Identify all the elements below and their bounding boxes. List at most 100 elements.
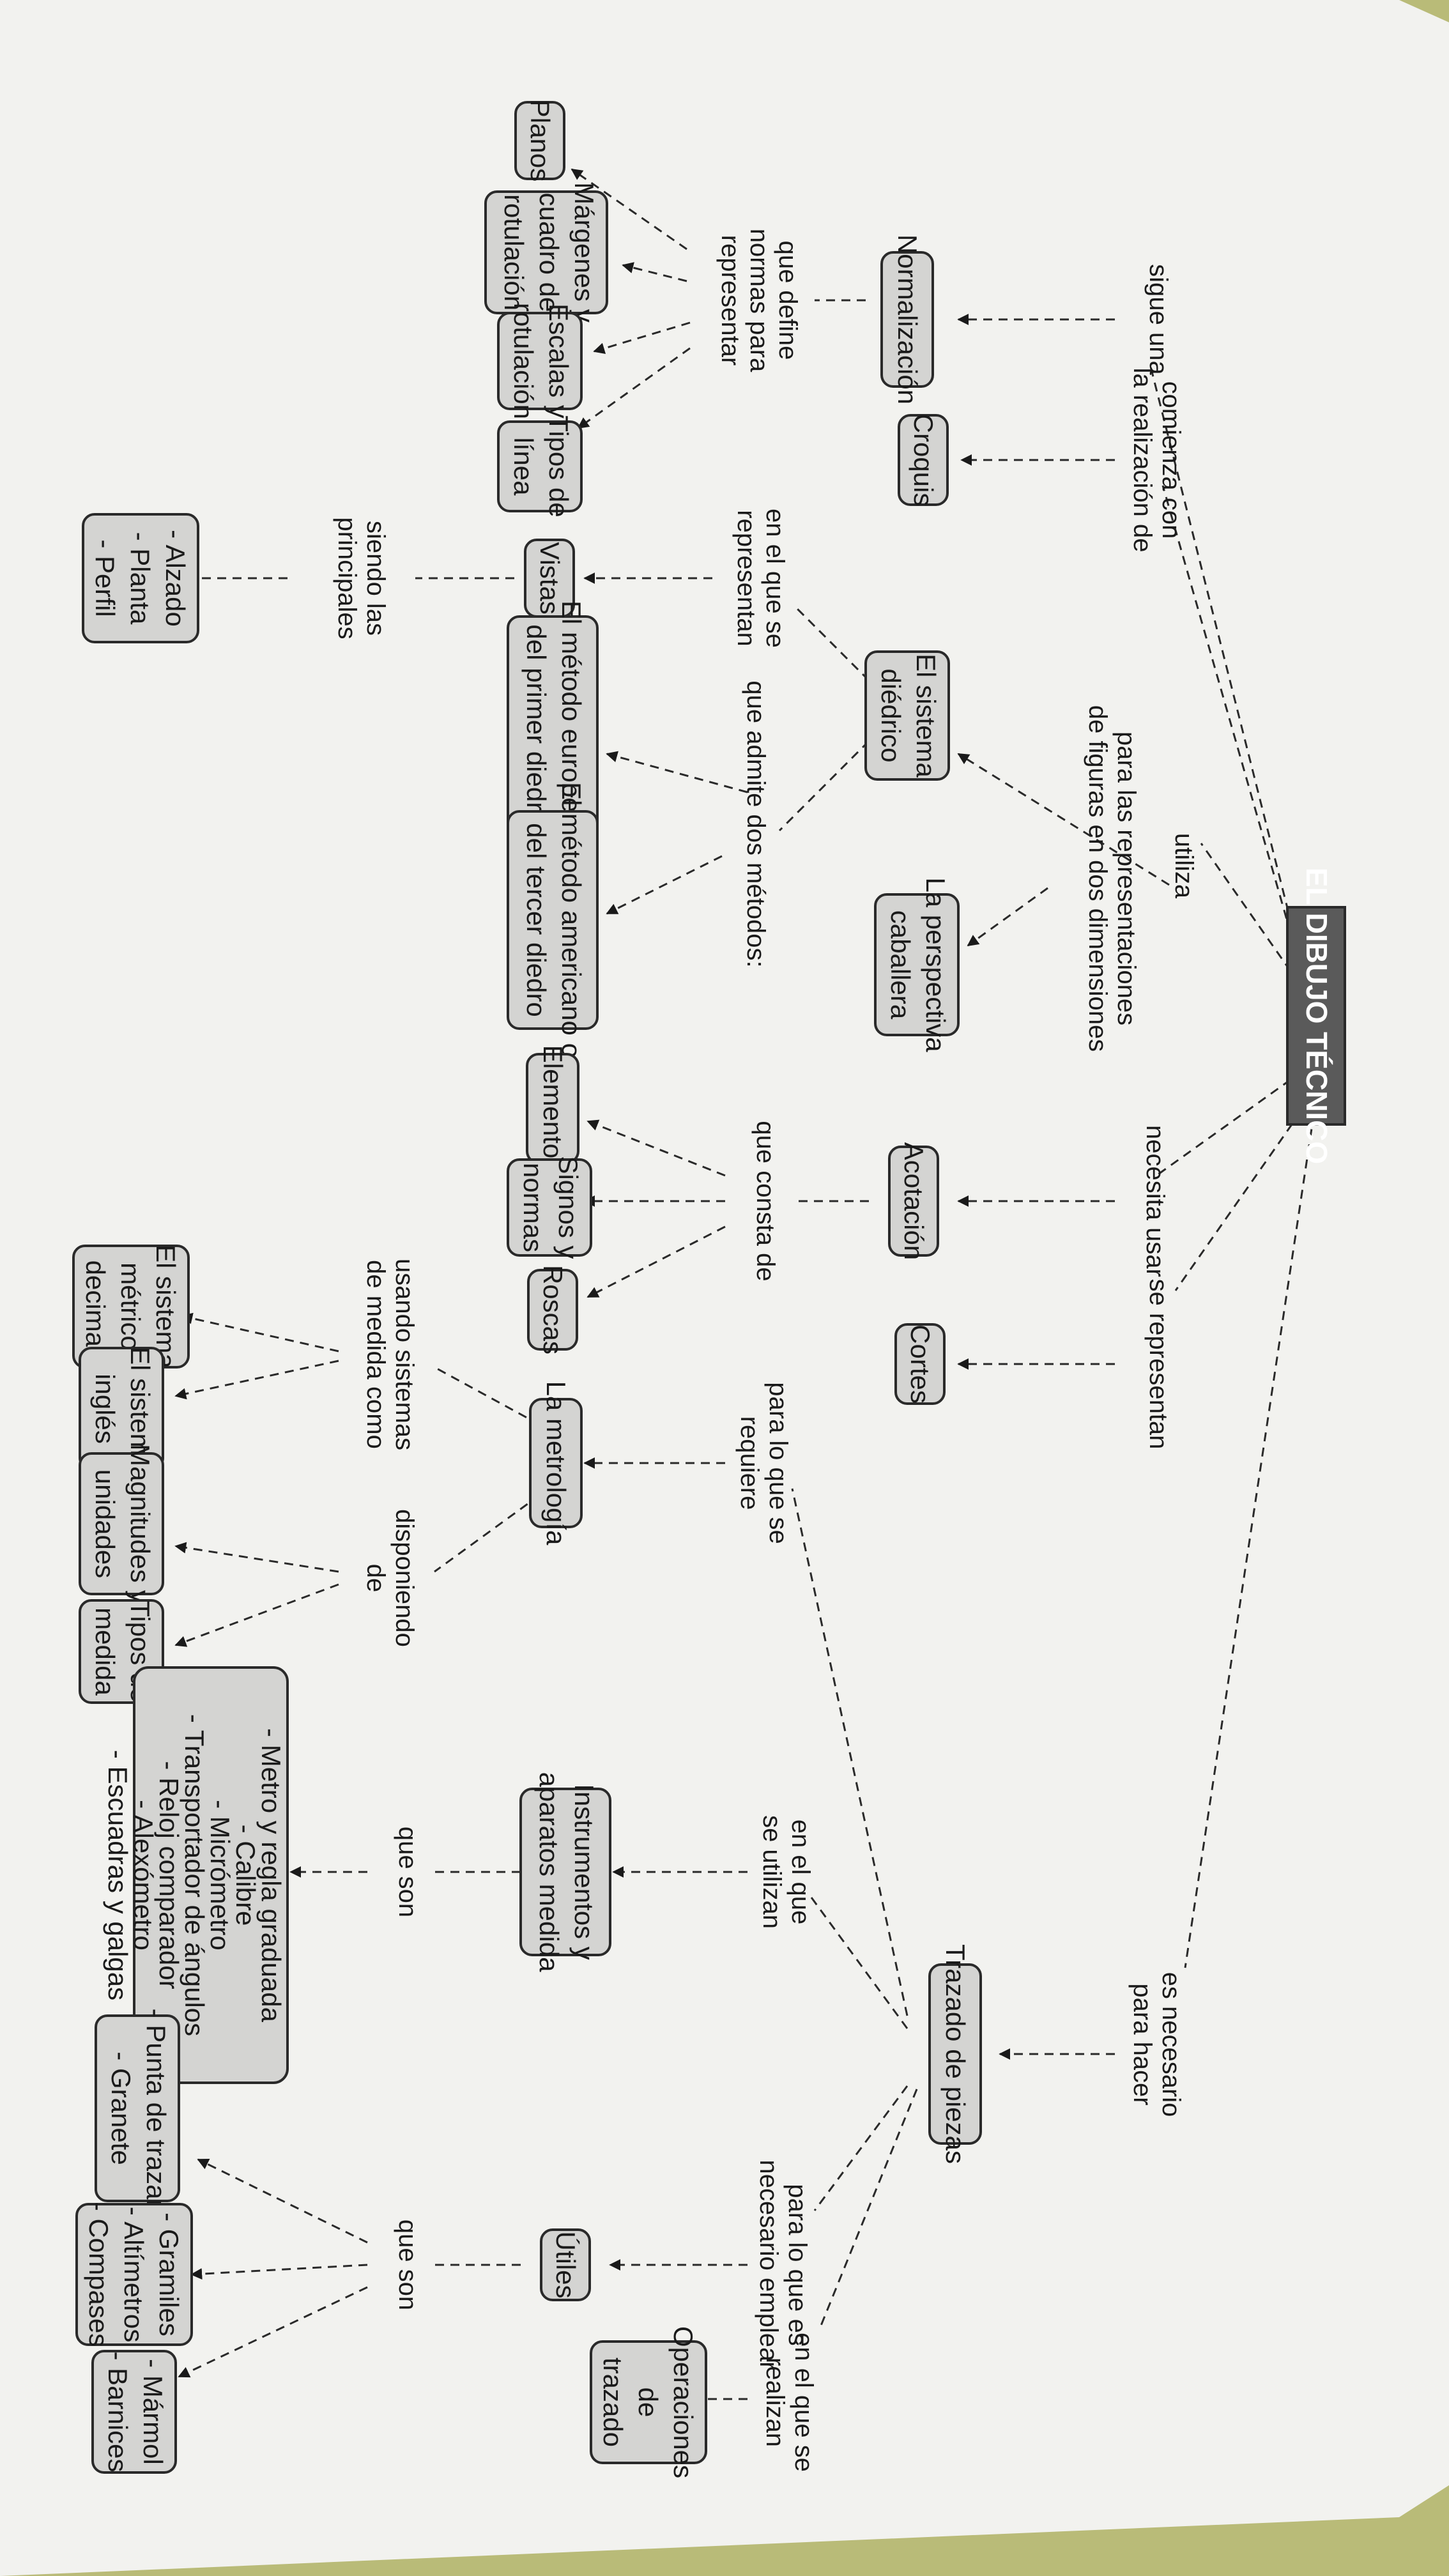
node-signos-line-2: normas [518,1163,548,1252]
node-magnitudes-line-1: Magnitudes y [125,1444,155,1604]
node-signos: Signos y normas [507,1156,592,1259]
instrumentos-item-4: - Transportador de ángulos [180,1714,210,2036]
punta-line-2: - Granete [106,2051,136,2165]
node-perspectiva: La perspectiva caballera [874,877,960,1052]
node-acotacion-label: Acotación [899,1142,929,1260]
node-gramiles: - Gramiles - Altímetros - Compases [75,2202,193,2347]
svg-text:que son: que son [394,1827,422,1917]
svg-text:la realización de: la realización de [1128,367,1156,552]
node-perspectiva-line-1: La perspectiva [921,877,951,1052]
node-escalas-line-2: rotulación [509,303,539,419]
node-metodo-europeo-line-2: del primer diedro [521,624,551,825]
node-operaciones: Operaciones de trazado [590,2326,707,2478]
node-roscas-label: Roscas [538,1265,568,1354]
node-utiles: Útiles [540,2228,591,2301]
node-elementos: Elementos [526,1045,579,1172]
instrumentos-item-5: - Reloj comparador [154,1761,184,1989]
node-tipos-linea: Tipos de línea [497,415,583,518]
instrumentos-item-2: - Calibre [231,1825,261,1926]
label-que-consta: que consta de [751,1121,779,1281]
label-sigue-una: sigue una [1144,264,1172,375]
node-metrologia-label: La metrología [541,1381,571,1545]
svg-text:que son: que son [394,2220,422,2310]
node-tipos-linea-line-2: línea [509,437,539,496]
instrumentos-item-7: - Escuadras y galgas [103,1750,133,2000]
svg-text:requiere: requiere [735,1416,763,1510]
svg-text:de medida como: de medida como [362,1260,390,1449]
node-tipos-medida-line-2: medida [90,1607,120,1696]
node-normalizacion-label: Normalización [893,234,923,404]
svg-text:para hacer: para hacer [1128,1983,1156,2105]
node-operaciones-line-3: trazado [598,2358,628,2447]
alzado-line-3: - Perfil [90,539,120,617]
node-margenes-line-3: rotulación [499,194,529,310]
node-trazado: Trazado de piezas [928,1944,982,2164]
node-croquis: Croquis [898,414,949,507]
node-sistema-diedrico-line-2: diédrico [876,668,906,762]
node-sistema-ingles-line-2: inglés [90,1374,120,1444]
svg-text:utiliza: utiliza [1170,833,1198,899]
instrumentos-item-3: - Micrómetro [205,1800,235,1951]
node-margenes: Márgenes y cuadro de rotulación [484,182,608,323]
node-elementos-label: Elementos [538,1045,568,1172]
node-marmol: - Mármol - Barnices [91,2350,177,2474]
label-que-son-1: que son [394,1827,422,1917]
svg-text:realizan: realizan [761,2358,789,2447]
svg-text:que define: que define [774,241,802,360]
label-utiliza: utiliza [1170,833,1198,899]
connectors [174,168,1317,2405]
alzado-line-2: - Planta [125,532,155,625]
label-se-representan: se representan [1144,1279,1172,1450]
node-vistas-label: Vistas [535,542,565,615]
svg-text:que consta de: que consta de [751,1121,779,1281]
svg-text:necesario emplear: necesario emplear [755,2159,783,2370]
svg-text:usando sistemas: usando sistemas [390,1259,418,1450]
svg-text:para lo que es: para lo que es [783,2184,811,2346]
node-planos-label: Planos [525,100,555,181]
label-que-define: que define normas para representar [716,229,802,372]
gramiles-line-3: - Compases [84,2202,114,2347]
label-siendo-las: siendo las principales [333,517,390,639]
label-en-el-que-se-realizan: en el que se realizan [761,2333,818,2472]
svg-text:se representan: se representan [1144,1279,1172,1450]
node-metodo-europeo-line-1: El método europeo o [556,601,586,850]
node-sistema-metrico-line-3: decimal [80,1261,111,1353]
label-usando: usando sistemas de medida como [362,1259,418,1450]
node-tipos-linea-line-1: Tipos de [544,415,574,518]
node-dibujo-tecnico-label: EL DIBUJO TÉCNICO [1300,868,1333,1164]
alzado-line-1: - Alzado [160,530,190,627]
node-metodo-americano-line-1: El método americano o [556,782,586,1058]
marmol-line-2: - Barnices [103,2351,133,2472]
node-magnitudes-line-2: unidades [90,1469,120,1578]
svg-text:normas para: normas para [745,229,773,372]
svg-text:necesita usar: necesita usar [1141,1125,1169,1277]
svg-text:de figuras en dos dimensiones: de figuras en dos dimensiones [1084,705,1112,1052]
node-signos-line-1: Signos y [553,1156,583,1259]
label-es-necesario: es necesario para hacer [1128,1972,1185,2117]
node-sistema-diedrico: El sistema diédrico [864,650,950,781]
svg-text:siendo las: siendo las [362,521,390,636]
node-acotacion: Acotación [888,1142,939,1260]
node-cortes-label: Cortes [905,1324,935,1404]
svg-text:representan: representan [732,510,760,646]
node-margenes-line-1: Márgenes y [569,182,599,322]
node-sistema-ingles-line-1: El sistema [125,1347,155,1471]
node-metrologia: La metrología [529,1381,583,1545]
node-magnitudes: Magnitudes y unidades [79,1444,164,1604]
node-metodo-americano: El método americano o del tercer diedro [507,782,599,1058]
label-en-el-que-se-representan: en el que se representan [732,509,789,648]
svg-text:que admite dos métodos:: que admite dos métodos: [742,680,770,967]
node-vistas: Vistas [524,539,575,618]
node-normalizacion: Normalización [880,234,934,404]
node-alzado-list: - Alzado - Planta - Perfil [82,513,199,643]
node-operaciones-line-2: de [633,2388,663,2418]
node-croquis-label: Croquis [908,414,939,507]
gramiles-line-1: - Gramiles [154,2212,184,2336]
node-sistema-diedrico-line-1: El sistema [911,654,941,778]
label-comienza: comienza con la realización de [1128,367,1185,552]
svg-text:sigue una: sigue una [1144,264,1172,375]
svg-text:en el que se: en el que se [790,2333,818,2472]
